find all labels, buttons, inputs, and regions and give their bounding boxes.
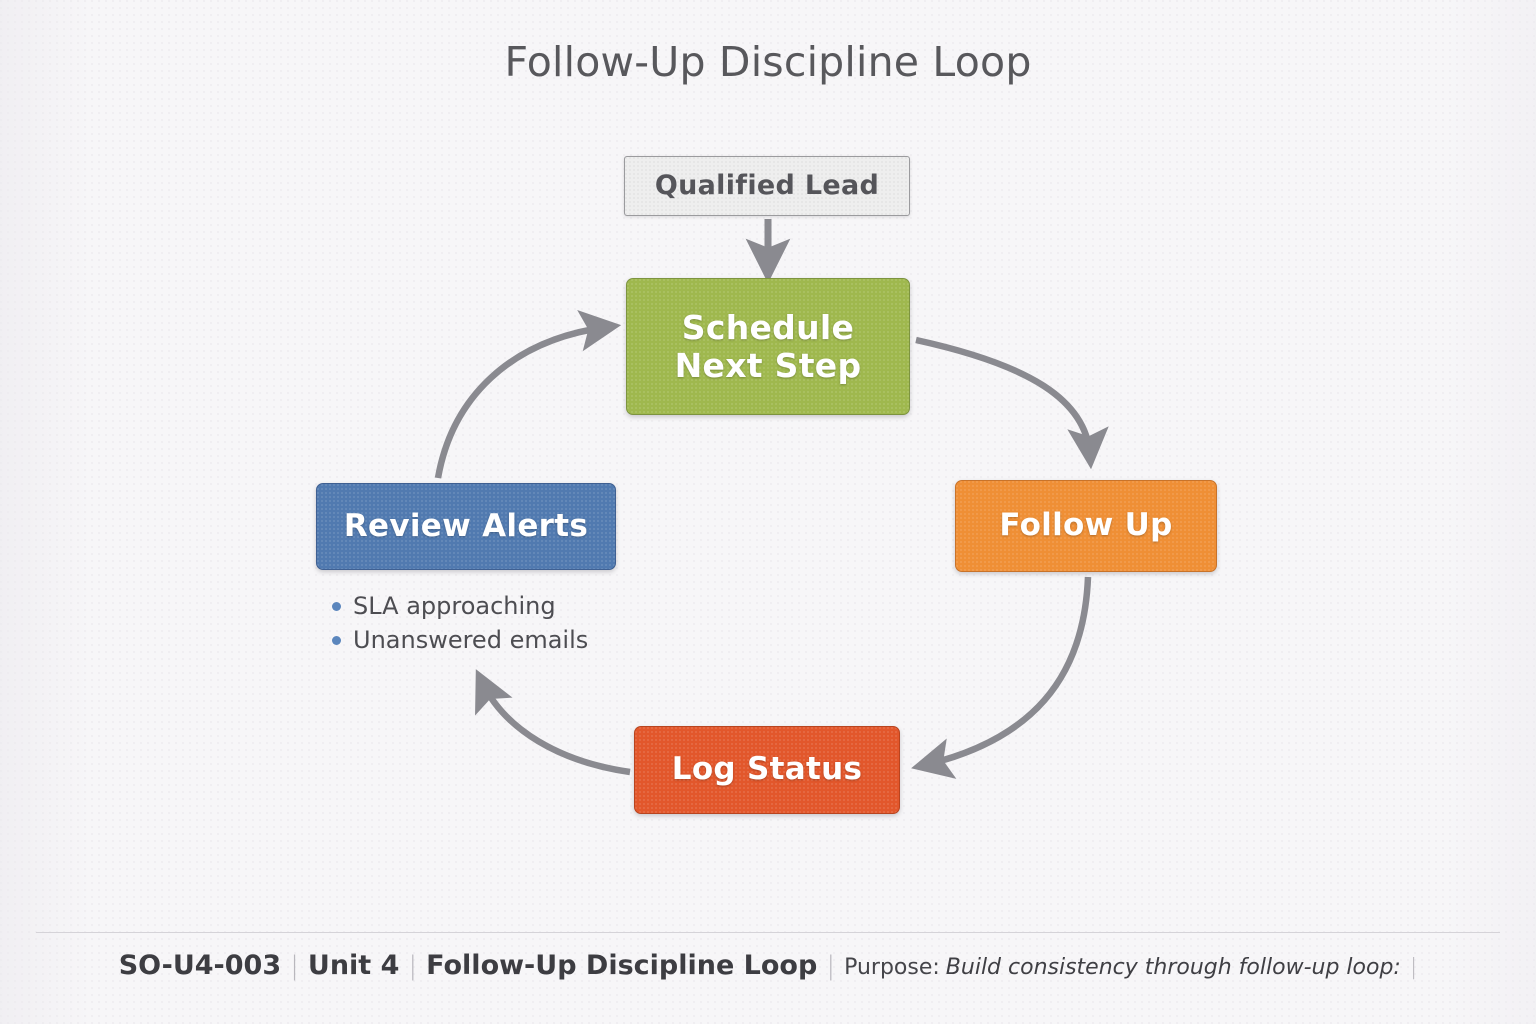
footer-purpose-label: Purpose: — [844, 955, 940, 980]
footer-separator: | — [826, 951, 836, 981]
footer-code: SO-U4-003 — [118, 950, 282, 981]
footer: SO-U4-003 | Unit 4 | Follow-Up Disciplin… — [0, 950, 1536, 981]
footer-separator: | — [290, 951, 299, 981]
bullet-dot-icon — [332, 602, 341, 611]
list-item: SLA approaching — [332, 592, 672, 620]
review-alerts-bullet-list: SLA approaching Unanswered emails — [332, 592, 672, 660]
node-review-alerts-label: Review Alerts — [343, 507, 589, 544]
edge-schedule-to-followup — [915, 336, 1109, 470]
node-qualified-lead[interactable]: Qualified Lead — [624, 156, 910, 216]
footer-separator: | — [408, 951, 418, 981]
footer-unit: Unit 4 — [307, 950, 400, 981]
list-item: Unanswered emails — [332, 626, 672, 654]
footer-divider — [36, 932, 1500, 933]
node-schedule-next-step-label-line1: Schedule — [681, 307, 855, 347]
node-log-status[interactable]: Log Status — [634, 726, 900, 814]
node-follow-up[interactable]: Follow Up — [955, 480, 1217, 572]
node-follow-up-label: Follow Up — [999, 507, 1173, 544]
footer-topic: Follow-Up Discipline Loop — [426, 950, 818, 981]
edge-logstatus-to-reviewalerts — [475, 669, 631, 776]
footer-purpose-value: Build consistency through follow-up loop… — [945, 955, 1401, 980]
node-schedule-next-step-label-line2: Next Step — [674, 345, 862, 385]
node-qualified-lead-label: Qualified Lead — [654, 169, 880, 201]
node-log-status-label: Log Status — [671, 751, 863, 788]
edge-reviewalerts-to-schedule — [434, 310, 622, 479]
page-title: Follow-Up Discipline Loop — [504, 38, 1032, 86]
bullet-label: SLA approaching — [353, 592, 556, 620]
node-review-alerts[interactable]: Review Alerts — [316, 483, 616, 570]
node-schedule-next-step[interactable]: Schedule Next Step — [626, 278, 910, 415]
bullet-dot-icon — [332, 636, 341, 645]
footer-separator: | — [1409, 955, 1418, 980]
edge-followup-to-logstatus — [911, 576, 1092, 779]
bullet-label: Unanswered emails — [353, 626, 589, 654]
